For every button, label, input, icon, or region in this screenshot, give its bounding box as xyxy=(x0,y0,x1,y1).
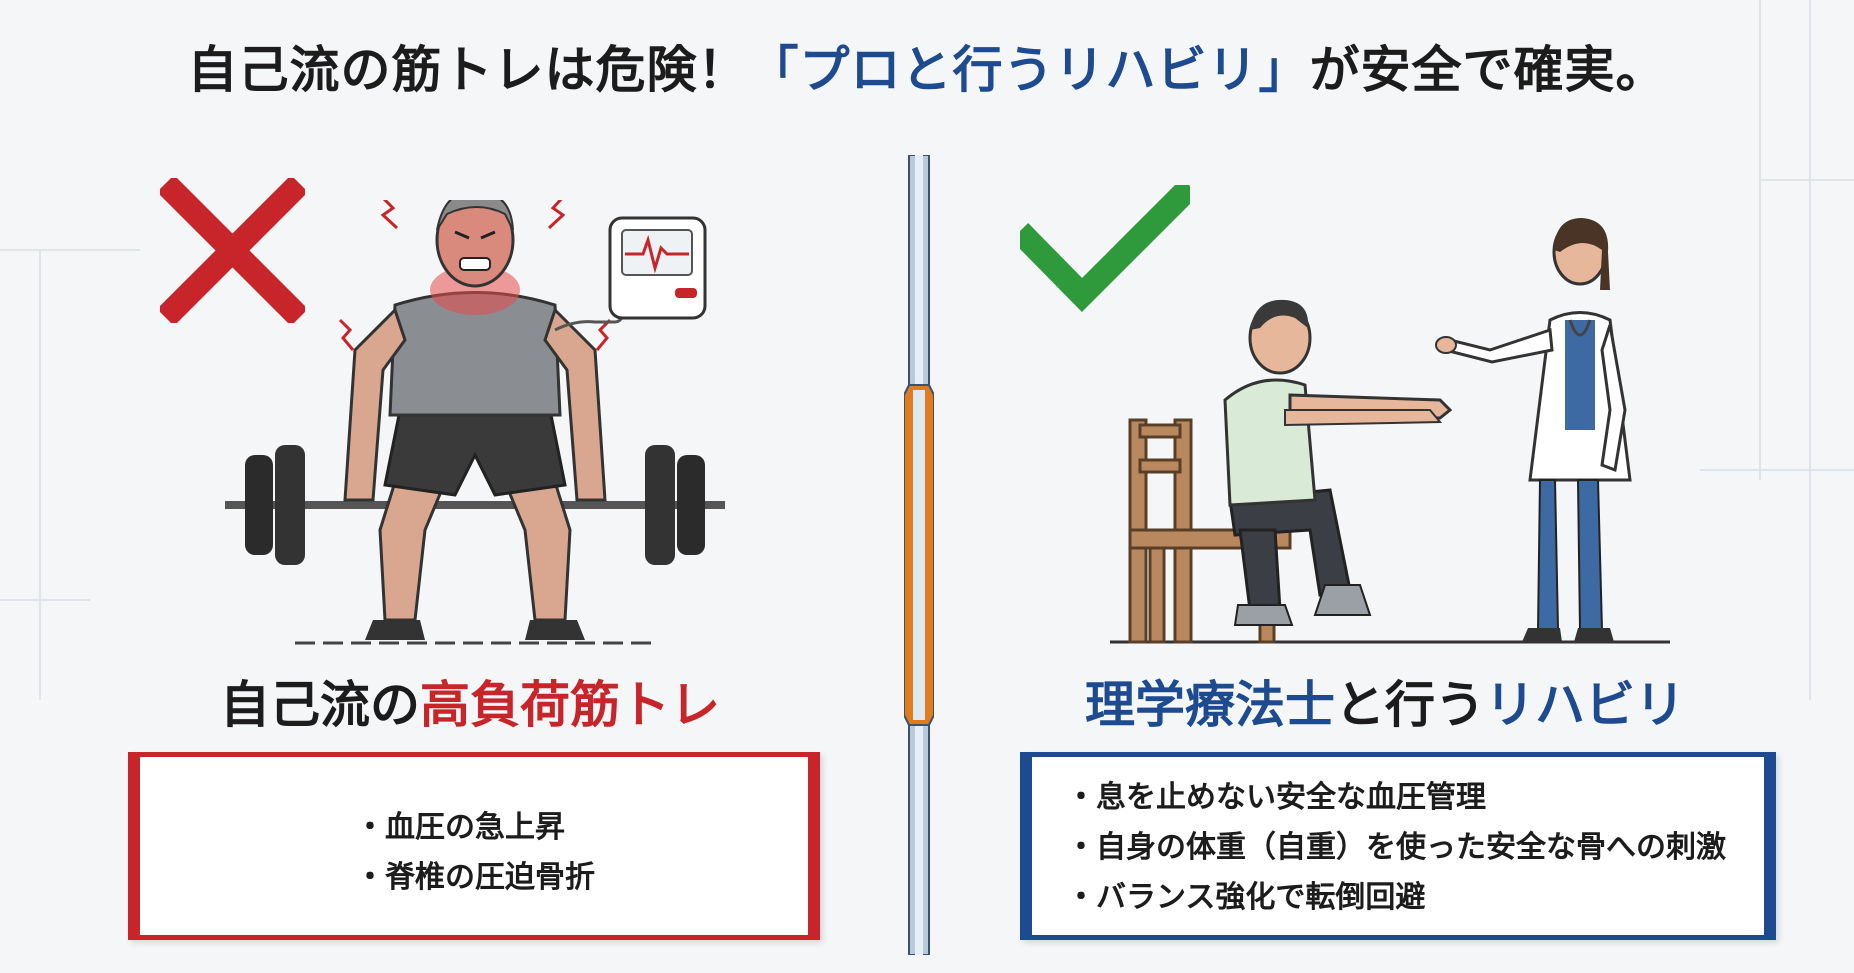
danger-item: 脊椎の圧迫骨折 xyxy=(355,853,595,903)
weightlifter-strain-illustration xyxy=(225,200,725,645)
benefit-item: バランス強化で転倒回避 xyxy=(1066,873,1726,923)
page-title: 自己流の筋トレは危険！「プロと行うリハビリ」が安全で確実。 xyxy=(0,30,1854,102)
left-heading: 自己流の高負荷筋トレ xyxy=(220,665,720,737)
benefit-item: 息を止めない安全な血圧管理 xyxy=(1066,773,1726,823)
danger-list: 血圧の急上昇 脊椎の圧迫骨折 xyxy=(355,803,595,903)
vertical-divider xyxy=(904,155,934,955)
left-heading-plain: 自己流の xyxy=(220,676,420,734)
right-heading-accent1: 理学療法士 xyxy=(1085,676,1335,734)
left-heading-accent: 高負荷筋トレ xyxy=(420,676,720,734)
therapist-chair-squat-illustration xyxy=(1110,218,1670,644)
title-prefix: 自己流の筋トレは危険！ xyxy=(187,41,749,99)
right-heading-plain: と行う xyxy=(1335,676,1485,734)
right-heading: 理学療法士と行うリハビリ xyxy=(1085,665,1685,737)
x-cross-icon xyxy=(160,178,305,323)
right-heading-accent2: リハビリ xyxy=(1485,676,1685,734)
title-suffix: が安全で確実。 xyxy=(1309,41,1667,99)
benefit-item: 自身の体重（自重）を使った安全な骨への刺激 xyxy=(1066,823,1726,873)
check-mark-icon xyxy=(1020,185,1190,313)
title-highlight: 「プロと行うリハビリ」 xyxy=(748,41,1310,99)
benefit-list: 息を止めない安全な血圧管理 自身の体重（自重）を使った安全な骨への刺激 バランス… xyxy=(1066,773,1726,923)
danger-item: 血圧の急上昇 xyxy=(355,803,595,853)
benefit-points-box: 息を止めない安全な血圧管理 自身の体重（自重）を使った安全な骨への刺激 バランス… xyxy=(1020,752,1776,940)
danger-points-box: 血圧の急上昇 脊椎の圧迫骨折 xyxy=(128,752,820,940)
